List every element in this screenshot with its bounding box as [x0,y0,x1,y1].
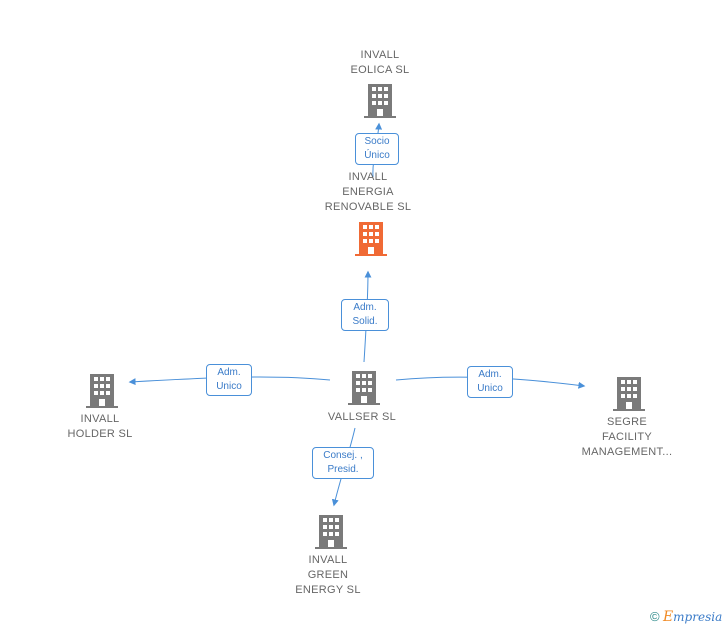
node-label-line: MANAGEMENT... [581,446,673,458]
node-label-invall-holder[interactable]: INVALL HOLDER SL [50,412,150,442]
node-label-vallser[interactable]: VALLSER SL [312,410,412,425]
building-icon[interactable] [355,222,387,261]
node-label-line: INVALL [348,171,388,183]
edge-badge-line: Unico [216,381,242,392]
edge-badge-adm-solid[interactable]: Adm. Solid. [341,299,389,331]
brand-watermark: © Empresia [650,609,722,625]
building-icon[interactable] [86,374,118,413]
node-label-line: INVALL [360,49,400,61]
edge-badge-line: Adm. [217,367,241,378]
building-icon[interactable] [348,371,380,410]
edge-badge-line: Adm. [353,302,377,313]
node-label-line: GREEN [307,569,349,581]
building-icon[interactable] [364,84,396,123]
brand-initial: E [662,609,674,625]
edge-badge-adm-unico-right[interactable]: Adm. Unico [467,366,513,398]
edge-badge-line: Unico [477,383,503,394]
edge-badge-line: Consej. , [323,450,363,461]
edge-badge-line: Presid. [327,464,359,475]
node-label-line: HOLDER SL [67,428,133,440]
edge-badge-adm-unico-left[interactable]: Adm. Unico [206,364,252,396]
node-label-line: ENERGY SL [295,584,361,596]
node-label-line: EOLICA SL [350,64,410,76]
edge-badge-line: Adm. [478,369,502,380]
node-label-invall-energia[interactable]: INVALL ENERGIA RENOVABLE SL [308,170,428,215]
edge-badge-line: Socio [364,136,390,147]
edge-badge-consej-presid[interactable]: Consej. , Presid. [312,447,374,479]
node-label-invall-eolica[interactable]: INVALL EOLICA SL [330,48,430,78]
copyright-icon: © [650,609,660,624]
node-label-invall-green[interactable]: INVALL GREEN ENERGY SL [278,553,378,598]
node-label-line: INVALL [80,413,120,425]
brand-name: mpresia [673,610,723,624]
node-label-line: ENERGIA [342,186,394,198]
building-icon[interactable] [315,515,347,554]
edge-badge-line: Único [364,150,390,161]
node-label-line: INVALL [308,554,348,566]
node-label-segre[interactable]: SEGRE FACILITY MANAGEMENT... [572,415,682,460]
building-icon[interactable] [613,377,645,416]
node-label-line: VALLSER SL [327,411,397,423]
node-label-line: RENOVABLE SL [324,201,412,213]
node-label-line: SEGRE [606,416,647,428]
node-label-line: FACILITY [601,431,653,443]
edge-badge-socio-unico[interactable]: Socio Único [355,133,399,165]
edge-badge-line: Solid. [352,316,378,327]
